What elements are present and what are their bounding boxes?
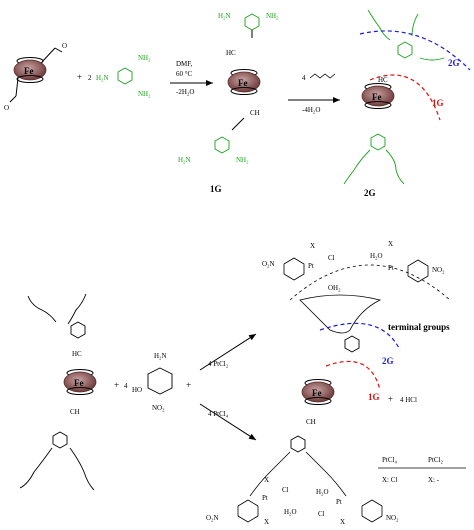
1g-nh2-bl: H₂N (178, 156, 191, 164)
l-h2o2: H₂O (316, 488, 329, 496)
1G-boundary-bottom (325, 360, 381, 391)
gen-1G-top: 1G (432, 98, 444, 108)
1g-hc-top: HC (226, 49, 236, 57)
b-ch: CH (70, 408, 80, 416)
u-no2-right: NO₂ (432, 266, 445, 274)
product-2G: HC Fe (343, 9, 445, 185)
arrow-upper-label: 4 PtCl₂ (208, 360, 229, 368)
product-1G: H₂N NH₂ HC Fe CH H₂N NH₂ (178, 12, 279, 164)
fe-label: Fe (24, 66, 34, 76)
2G-boundary-bottom (319, 322, 401, 351)
table-r1c1: X: Cl (382, 476, 397, 484)
c-ch: CH (306, 418, 316, 426)
arrow2-reagent: 4 (302, 74, 306, 82)
anp-nh2: H₂N (154, 352, 167, 360)
l-pt2: Pt (336, 498, 342, 506)
dendrimer-reactant: HC Fe CH (19, 293, 97, 491)
u-x2: X (388, 240, 393, 248)
melamine-nh2-bottom: NH₂ (138, 90, 151, 98)
1g-ch-bottom: CH (250, 109, 260, 117)
l-cl2: Cl (318, 510, 325, 518)
aldehyde-o-top: O (62, 42, 67, 50)
arrow1-cond-3: -2H₂O (176, 88, 194, 96)
l-no2: O₂N (206, 514, 219, 522)
1g-nh2-br: NH₂ (236, 156, 249, 164)
anp-oh: HO (132, 386, 142, 394)
gen-2G-top: 2G (448, 58, 460, 68)
gen-2G-bottom: 2G (382, 356, 394, 366)
arrow1-cond-1: DMF, (176, 60, 193, 68)
label-1G: 1G (210, 184, 222, 194)
u-pt2: Pt (388, 264, 394, 272)
arrow2-cond: -4H₂O (302, 106, 320, 114)
l-cl1: Cl (282, 486, 289, 494)
table-col1: PtCl₄ (382, 456, 397, 464)
reactant-coefficient: 2 (88, 74, 92, 82)
1g-nh2-tr: NH₂ (266, 12, 279, 20)
u-cl1: Cl (328, 254, 335, 262)
melamine: 2 H₂N NH₂ NH₂ (88, 54, 151, 98)
arrow-upper (199, 333, 257, 371)
ligand-table: PtCl₄ PtCl₂ X: Cl X: - (378, 456, 466, 484)
complex-ptcl4: O₂N Pt X Cl H₂O X H₂O Pt Cl X NO₂ (206, 435, 399, 526)
table-r1c2: X: - (428, 476, 440, 484)
l-x3: X (340, 518, 345, 526)
u-h2o: H₂O (370, 252, 383, 260)
l-h2o1: H₂O (284, 508, 297, 516)
aminonitrophenol: H₂N HO NO₂ (132, 352, 173, 412)
ferrocene-dialdehyde: Fe O O (4, 42, 67, 112)
1G-boundary-top (369, 74, 441, 121)
2G-boundary-top (359, 30, 471, 71)
plus-1: + (77, 72, 82, 82)
melamine-nh2-top: NH₂ (138, 54, 151, 62)
arrow-lower-label: 4 PtCl₄ (208, 410, 229, 418)
2g-fe: Fe (372, 92, 382, 102)
terminal-groups: terminal groups (388, 322, 450, 332)
hcl: 4 HCl (400, 396, 417, 404)
1g-nh2-tl: H₂N (218, 12, 231, 20)
complex-ptcl2: O₂N Pt X Cl OH₂ H₂O Pt X NO₂ (262, 240, 451, 353)
glutaraldehyde (309, 73, 336, 79)
plus-hcl: + (388, 394, 393, 404)
l-x2: X (264, 518, 269, 526)
arrow1-cond-2: 60 °C (176, 70, 193, 78)
u-oh2: OH₂ (328, 284, 341, 292)
gen-1G-bottom: 1G (368, 392, 380, 402)
label-2G: 2G (364, 188, 376, 198)
u-pt1: Pt (308, 262, 314, 270)
b-fe: Fe (74, 378, 84, 388)
reactant-count: 4 (124, 382, 128, 390)
c-fe: Fe (312, 388, 322, 398)
table-col2: PtCl₂ (428, 456, 443, 464)
aldehyde-o-bottom: O (4, 104, 9, 112)
b-hc: HC (72, 350, 82, 358)
2g-hc-top: HC (378, 76, 388, 84)
plus-b: + (186, 380, 191, 390)
anp-no2: NO₂ (152, 404, 165, 412)
u-x1: X (310, 242, 315, 250)
u-no2: O₂N (262, 260, 275, 268)
l-x1: X (264, 476, 269, 484)
melamine-nh2-left: H₂N (96, 74, 109, 82)
arrow-lower (199, 403, 257, 441)
plus-a: + (114, 380, 119, 390)
1g-fe: Fe (238, 78, 248, 88)
l-pt1: Pt (262, 494, 268, 502)
l-no2-right: NO₂ (386, 514, 399, 522)
